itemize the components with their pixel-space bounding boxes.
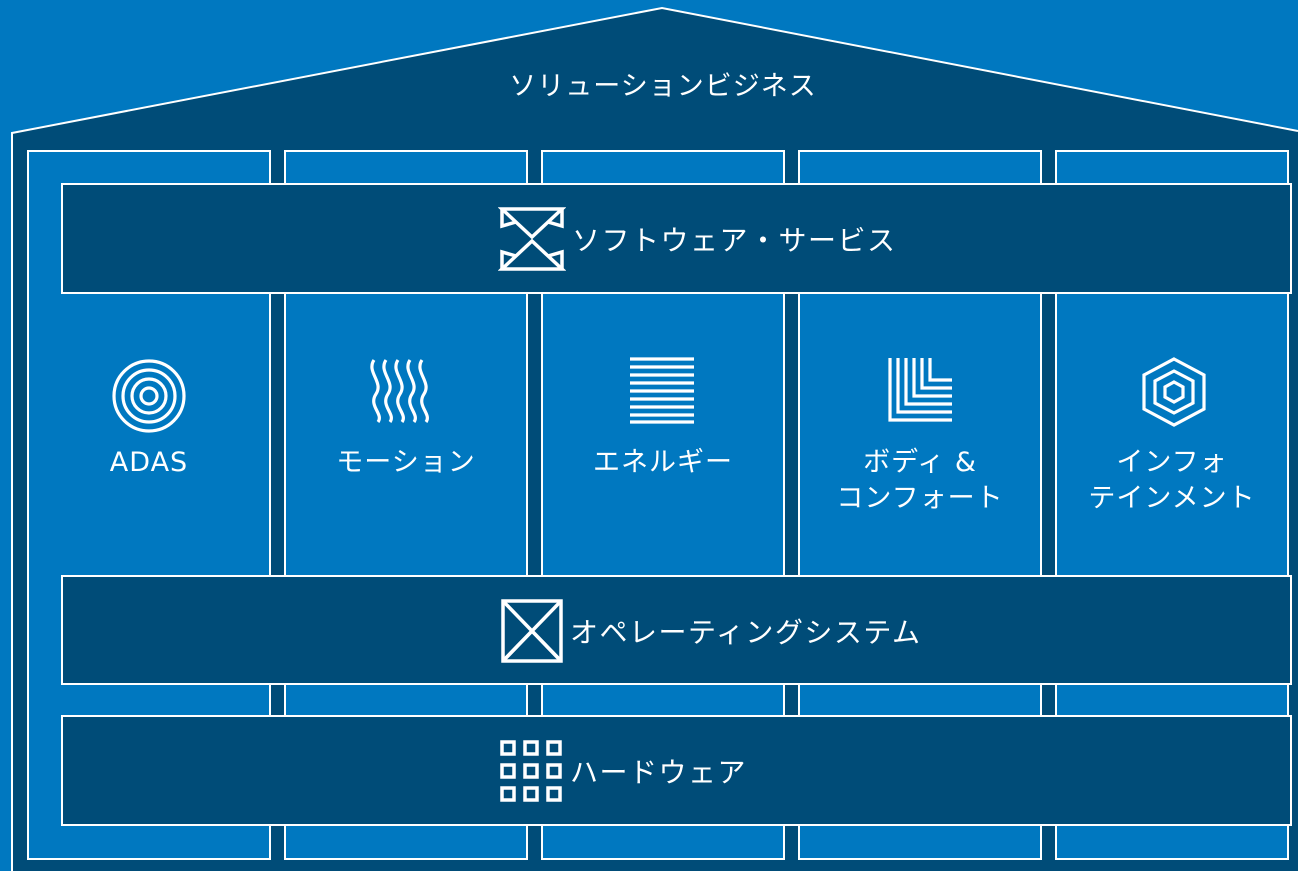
- pillar-label-adas: ADAS: [109, 447, 189, 478]
- energy-lines-icon: [630, 357, 694, 424]
- hardware-title: ハードウェア: [498, 738, 747, 804]
- pillar-label-body-comfort-line1: ボディ &: [863, 447, 977, 478]
- hardware-label: ハードウェア: [570, 756, 748, 789]
- body-comfort-icon: [888, 358, 952, 422]
- operating-system-title: オペレーティングシステム: [500, 598, 921, 664]
- software-services-title: ソフトウェア・サービス: [498, 206, 897, 272]
- operating-system-label: オペレーティングシステム: [570, 616, 922, 649]
- pillar-label-energy: エネルギー: [593, 447, 733, 478]
- hardware-band: [61, 715, 1292, 826]
- software-services-icon: [498, 207, 566, 271]
- pillar-label-infotainment-line2: テインメント: [1088, 483, 1256, 514]
- infotainment-hexagon-icon: [1142, 357, 1206, 427]
- hardware-grid-icon: [500, 740, 562, 802]
- pillar-label-body-comfort-line2: コンフォート: [836, 483, 1004, 514]
- pillar-label-motion: モーション: [336, 447, 476, 478]
- pillar-label-infotainment-line1: インフォ: [1116, 447, 1228, 478]
- adas-concentric-circles-icon: [112, 359, 186, 433]
- software-band: [61, 183, 1292, 294]
- software-services-label: ソフトウェア・サービス: [572, 224, 897, 257]
- operating-system-icon: [501, 599, 563, 663]
- roof-outline: [11, 6, 1298, 871]
- os-band: [61, 575, 1292, 685]
- motion-waves-icon: [370, 359, 429, 423]
- roof-title: ソリューションビジネス: [509, 71, 817, 102]
